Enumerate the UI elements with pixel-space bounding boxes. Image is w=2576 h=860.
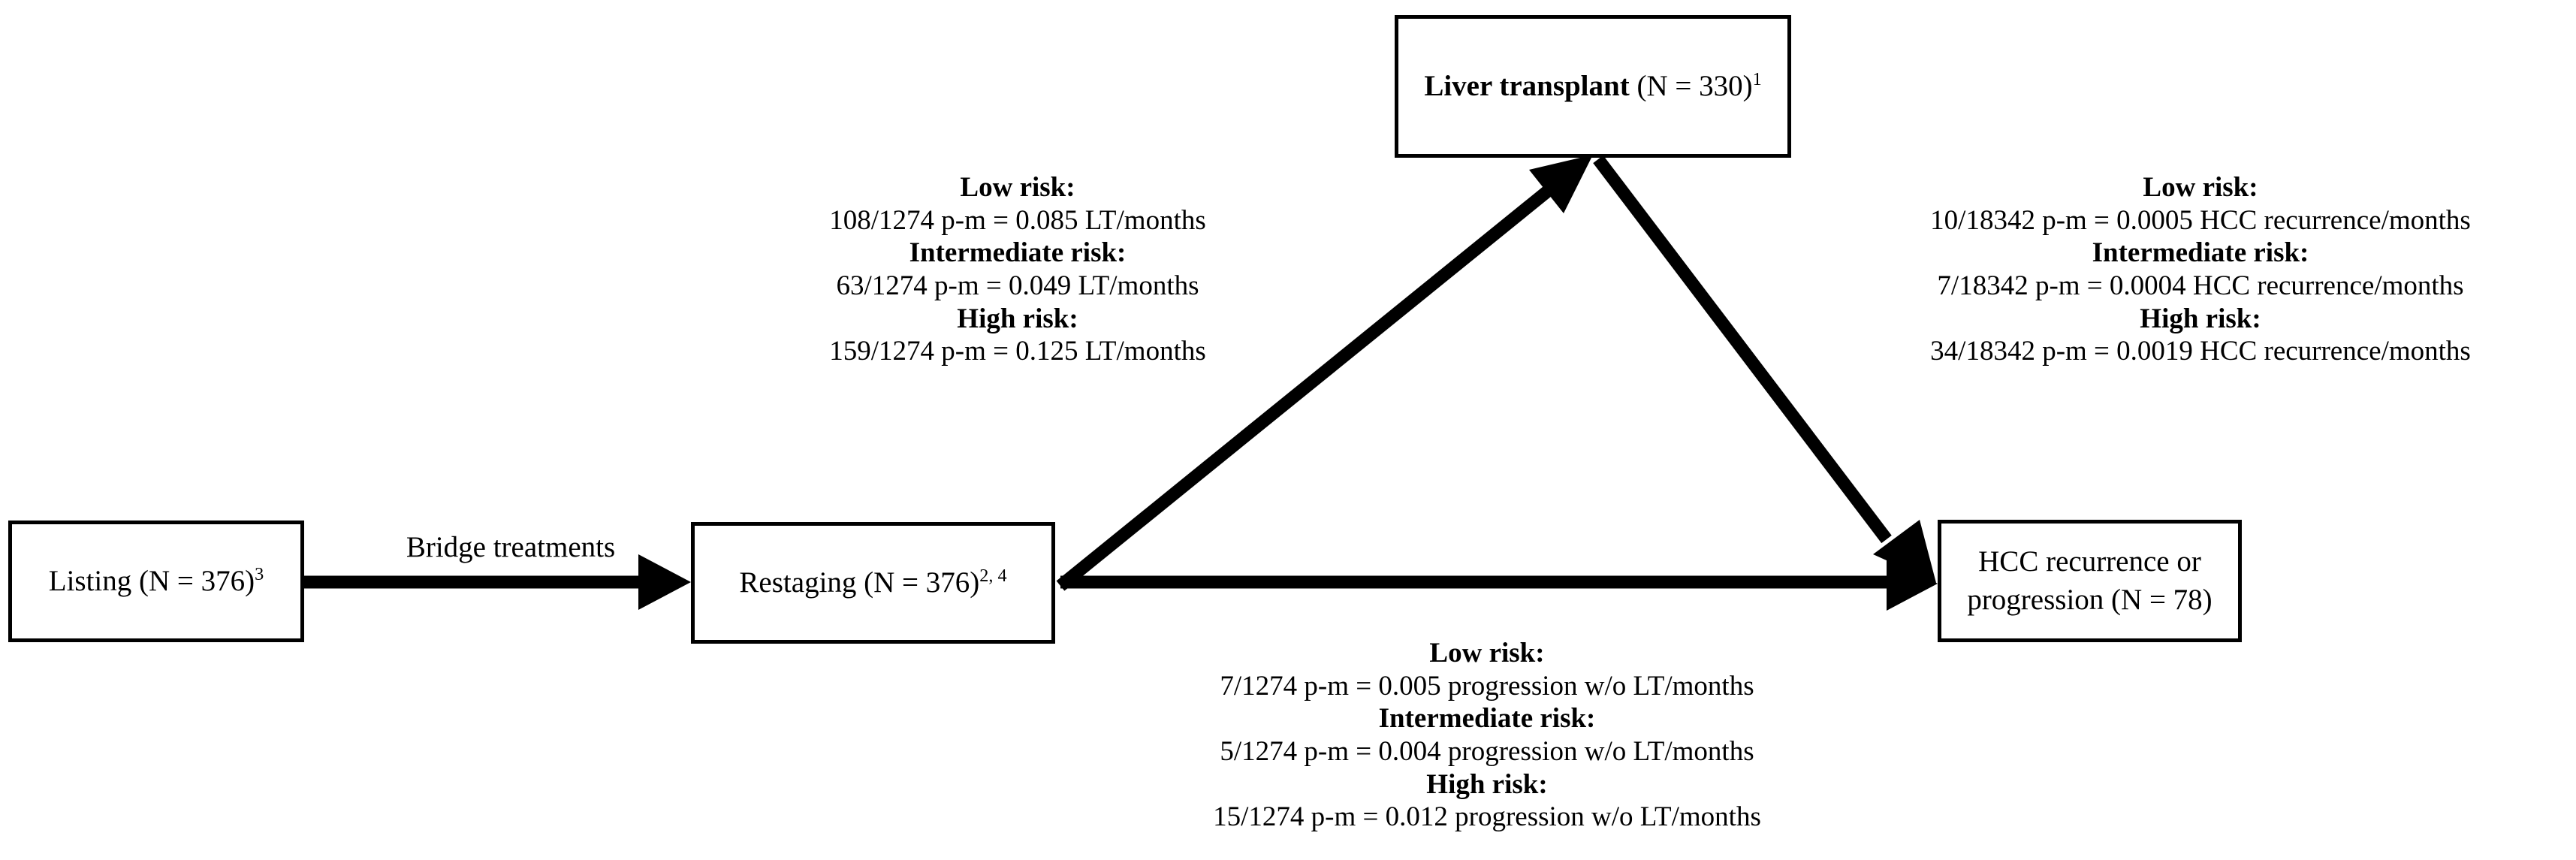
prog-low-risk-value: 7/1274 p-m = 0.005 progression w/o LT/mo… — [1220, 670, 1754, 702]
lt-low-risk-value: 108/1274 p-m = 0.085 LT/months — [829, 204, 1206, 236]
rec-intermediate-risk-header: Intermediate risk: — [2092, 237, 2309, 269]
node-liver-transplant-count: (N = 330) — [1629, 69, 1753, 102]
prog-intermediate-risk-header: Intermediate risk: — [1378, 703, 1596, 735]
lt-intermediate-risk-value: 63/1274 p-m = 0.049 LT/months — [836, 270, 1199, 301]
node-liver-transplant-superscript: 1 — [1752, 68, 1762, 89]
edge-label-bridge-treatments-text: Bridge treatments — [406, 531, 616, 563]
node-liver-transplant-label: Liver transplant — [1424, 69, 1630, 102]
node-restaging-text: Restaging (N = 376)2, 4 — [739, 564, 1006, 602]
lt-intermediate-risk-header: Intermediate risk: — [909, 237, 1127, 269]
node-liver-transplant[interactable]: Liver transplant (N = 330)1 — [1395, 15, 1791, 158]
node-restaging-superscript: 2, 4 — [979, 565, 1007, 586]
rec-low-risk-value: 10/18342 p-m = 0.0005 HCC recurrence/mon… — [1930, 204, 2471, 236]
lt-high-risk-header: High risk: — [957, 303, 1078, 334]
edge-label-restaging-to-progression: Low risk: 7/1274 p-m = 0.005 progression… — [1149, 637, 1825, 834]
node-hcc-recurrence[interactable]: HCC recurrence or progression (N = 78) — [1938, 520, 2242, 642]
prog-low-risk-header: Low risk: — [1429, 638, 1545, 668]
arrow-restaging-to-recurrence — [1060, 557, 1938, 611]
edge-label-bridge-treatments: Bridge treatments — [353, 530, 668, 566]
edge-label-transplant-to-recurrence: Low risk: 10/18342 p-m = 0.0005 HCC recu… — [1825, 171, 2576, 368]
rec-intermediate-risk-value: 7/18342 p-m = 0.0004 HCC recurrence/mont… — [1937, 270, 2464, 301]
node-liver-transplant-text: Liver transplant (N = 330)1 — [1424, 68, 1761, 106]
prog-high-risk-value: 15/1274 p-m = 0.012 progression w/o LT/m… — [1213, 801, 1761, 833]
rec-high-risk-value: 34/18342 p-m = 0.0019 HCC recurrence/mon… — [1930, 336, 2471, 367]
lt-low-risk-header: Low risk: — [960, 172, 1075, 203]
prog-high-risk-header: High risk: — [1426, 768, 1548, 800]
node-hcc-line-2: progression (N = 78) — [1967, 583, 2213, 616]
lt-high-risk-value: 159/1274 p-m = 0.125 LT/months — [829, 336, 1206, 367]
node-listing-label: Listing (N = 376) — [48, 564, 255, 597]
rec-high-risk-header: High risk: — [2140, 303, 2261, 334]
edge-label-restaging-to-transplant: Low risk: 108/1274 p-m = 0.085 LT/months… — [777, 171, 1258, 368]
node-listing-text: Listing (N = 376)3 — [49, 563, 264, 601]
node-hcc-recurrence-text: HCC recurrence or progression (N = 78) — [1967, 543, 2212, 619]
node-listing[interactable]: Listing (N = 376)3 — [8, 521, 304, 642]
node-hcc-line-1: HCC recurrence or — [1978, 545, 2201, 578]
node-restaging-label: Restaging (N = 376) — [739, 566, 980, 599]
rec-low-risk-header: Low risk: — [2143, 172, 2258, 203]
node-restaging[interactable]: Restaging (N = 376)2, 4 — [691, 522, 1055, 644]
prog-intermediate-risk-value: 5/1274 p-m = 0.004 progression w/o LT/mo… — [1220, 735, 1754, 767]
node-listing-superscript: 3 — [255, 563, 264, 584]
